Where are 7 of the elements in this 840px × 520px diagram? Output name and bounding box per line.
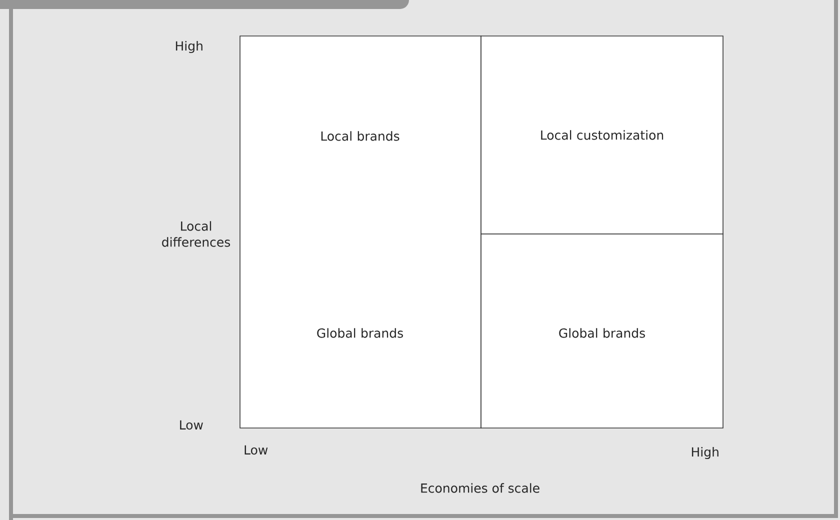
axis-label: High [176,40,202,54]
axis-title: Economies of scale [421,483,540,493]
quadrant-box: Global brands [480,234,724,428]
quadrant-box: Local customization [480,36,724,234]
axis-label: Low [180,420,203,430]
axis-label: High [692,446,718,460]
axis-label: Low [244,445,268,455]
